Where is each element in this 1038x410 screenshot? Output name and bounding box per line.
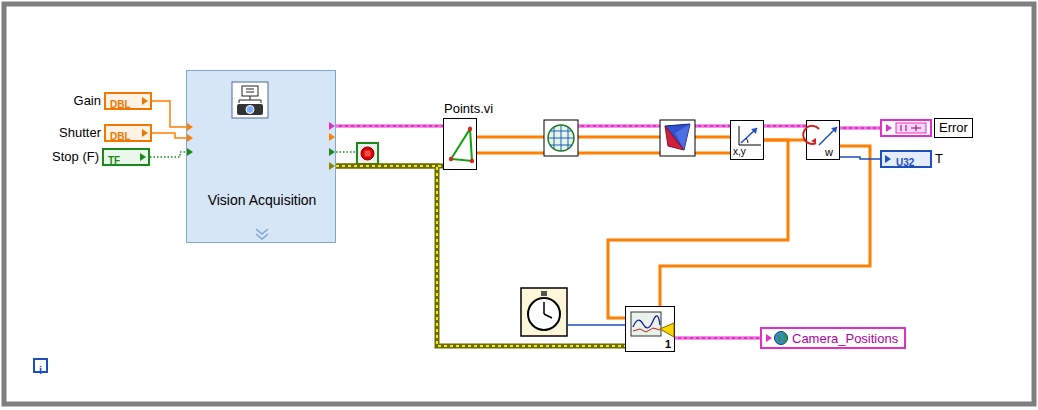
wire-stripe	[840, 128, 880, 129]
boolean-wire	[336, 151, 357, 153]
indicator-label: T	[935, 150, 943, 168]
wire	[336, 166, 625, 346]
wire	[608, 140, 788, 318]
tick-count-icon	[521, 288, 567, 336]
control-label: Gain	[74, 92, 101, 110]
subvi-label: Points.vi	[444, 101, 493, 116]
indicator-label: Error	[934, 118, 973, 138]
icon-text: x,y	[733, 146, 746, 158]
wire	[675, 337, 760, 340]
labview-rot: w	[806, 120, 840, 160]
labview-xy: x,y	[730, 120, 764, 160]
icon-text: w	[825, 146, 833, 158]
wire	[336, 125, 443, 128]
labview-u32: U32T	[880, 150, 932, 168]
terminal-arrow	[187, 134, 193, 142]
u32-wire	[567, 324, 625, 326]
data-type: DBL	[106, 130, 131, 144]
terminal-arrow	[885, 155, 891, 163]
terminal-arrow	[329, 162, 335, 170]
shared-variable-name: Camera_Positions	[792, 331, 898, 346]
labview-term: TFStop (F)	[102, 148, 150, 166]
iteration-terminal: i	[39, 364, 42, 376]
labview-it: i	[33, 358, 48, 373]
terminal-arrow	[142, 97, 148, 105]
loop-condition-terminal	[357, 143, 378, 164]
terminal-arrow	[329, 122, 335, 130]
wire-stripe	[675, 338, 760, 339]
labview-chart: 1	[625, 306, 675, 352]
icon-number: 1	[665, 338, 671, 351]
wire-stripes	[336, 126, 880, 346]
wire-stripe	[336, 166, 625, 346]
wire	[660, 146, 870, 306]
error-wires	[578, 126, 730, 127]
labview-vi: Points.vi	[443, 118, 477, 170]
while-loop-frame	[4, 4, 1034, 404]
wire	[152, 101, 186, 127]
labview-err: Error	[880, 119, 932, 137]
node-icon	[762, 329, 792, 351]
terminal-arrow	[329, 133, 335, 141]
wire	[764, 125, 806, 128]
terminal-arrow	[187, 123, 193, 131]
labview-gv: Camera_Positions	[760, 327, 906, 349]
control-label: Shutter	[59, 124, 101, 142]
node-icon	[807, 121, 841, 161]
terminal-arrow	[329, 148, 335, 156]
wire	[840, 127, 880, 130]
terminal-arrow	[140, 153, 146, 161]
node-icon	[882, 121, 934, 139]
wire-stripe	[764, 126, 806, 127]
wire-stripe	[336, 126, 443, 127]
calibration-grid-icon	[544, 120, 578, 156]
data-type: DBL	[106, 98, 131, 112]
node-icon	[444, 119, 478, 171]
wire	[150, 152, 186, 157]
labview-term: DBLGain	[104, 92, 152, 110]
projection-icon	[660, 120, 695, 156]
data-type: U32	[882, 156, 914, 170]
terminal-arrow	[142, 129, 148, 137]
node-icon	[187, 71, 337, 244]
control-label: Stop (F)	[52, 148, 99, 166]
express-vi-title: Vision Acquisition	[202, 191, 322, 209]
labview-va: Vision Acquisition	[186, 70, 336, 243]
data-type: TF	[104, 154, 120, 168]
wire	[152, 133, 186, 138]
terminal-arrow	[187, 148, 193, 156]
wire	[840, 157, 880, 159]
labview-term: DBLShutter	[104, 124, 152, 142]
